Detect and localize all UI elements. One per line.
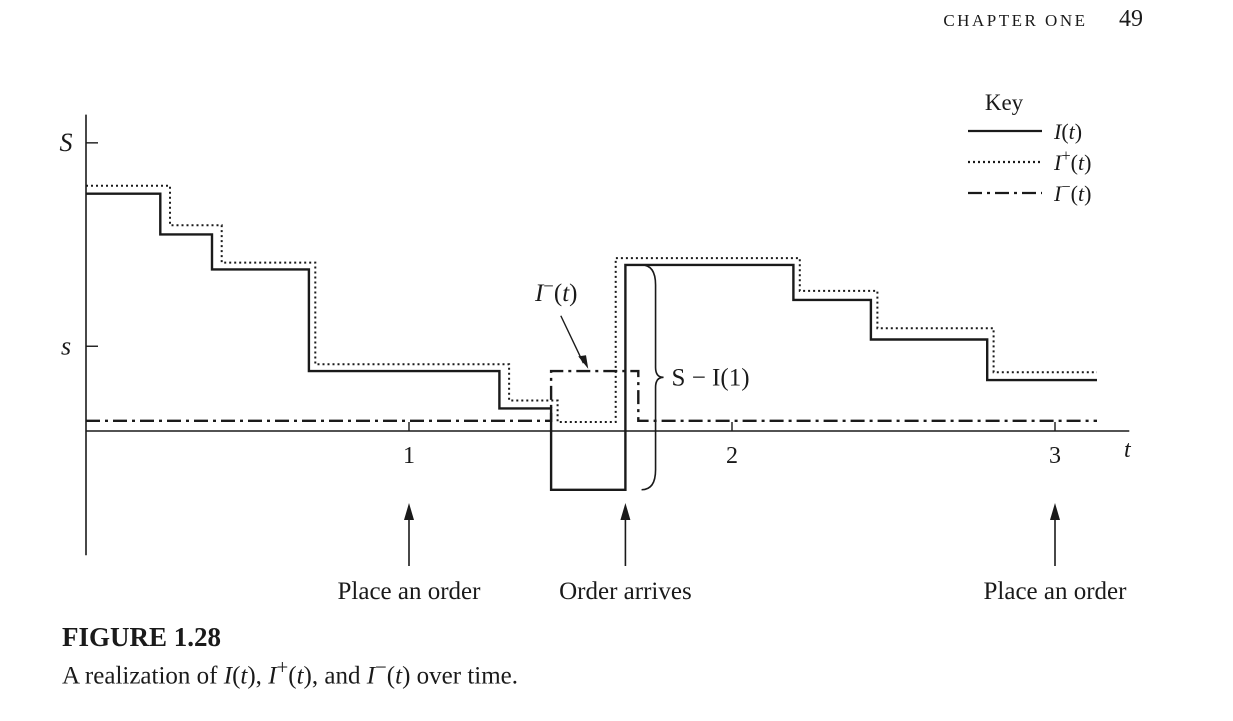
page-number: 49	[1119, 6, 1143, 32]
brace	[641, 264, 664, 491]
caption-part: I	[268, 662, 277, 690]
caption-part: −	[375, 655, 387, 679]
figure-caption: FIGURE 1.28 A realization of I(t), I+(t)…	[62, 622, 518, 690]
caption-part: t	[395, 662, 403, 690]
caption-part: +	[276, 655, 289, 679]
event-label: Order arrives	[559, 578, 692, 605]
caption-part: ),	[247, 662, 269, 690]
event-arrowhead	[620, 503, 631, 520]
caption-part: (	[386, 662, 396, 690]
caption-part: A realization of	[62, 662, 224, 690]
brace-label: S − I(1)	[672, 364, 750, 391]
axes: 1 2 3 t Ss	[60, 114, 1132, 556]
series-line	[86, 184, 1097, 423]
caption-part: t	[296, 662, 304, 690]
series-line	[86, 192, 1097, 491]
event-label: Place an order	[338, 578, 482, 605]
legend-label: I(t)	[1053, 119, 1082, 144]
curve-label-pointer	[560, 315, 585, 364]
x-axis-label: t	[1124, 437, 1132, 463]
curve-label: I−(t)	[534, 276, 578, 307]
legend-label: I+(t)	[1053, 146, 1091, 175]
figure-label: FIGURE 1.28	[62, 622, 222, 652]
legend-label: I−(t)	[1053, 177, 1091, 206]
caption-part: (	[288, 662, 297, 690]
caption-part: ), and	[303, 662, 367, 690]
y-tick-label: S	[60, 128, 73, 157]
running-head: CHAPTER ONE 49	[943, 6, 1143, 33]
plot-area	[86, 184, 1097, 491]
x-tick-label: 3	[1049, 443, 1061, 469]
inventory-figure: 1 2 3 t Ss I−(t) S − I(1) Place an order Order …	[60, 90, 1132, 605]
y-tick-label: s	[61, 331, 71, 360]
caption-part: (	[232, 662, 241, 690]
x-tick-label: 2	[726, 443, 738, 469]
chapter-title: CHAPTER ONE	[943, 11, 1088, 30]
caption-part: I	[366, 662, 376, 690]
x-tick-label: 1	[403, 443, 415, 469]
event-arrowhead	[1050, 503, 1060, 520]
caption-part: ) over time.	[402, 662, 519, 690]
legend-title: Key	[985, 90, 1024, 115]
pointer-arrowhead	[578, 355, 589, 369]
annotations: I−(t) S − I(1) Place an order Order arrives…	[338, 264, 1128, 605]
caption-part: t	[240, 662, 248, 690]
series-line	[86, 369, 1097, 422]
figure-caption-text: A realization of I(t), I+(t), and I−(t) …	[62, 655, 518, 690]
event-arrowhead	[404, 503, 414, 520]
event-label: Place an order	[984, 578, 1128, 605]
caption-part: I	[223, 662, 233, 690]
